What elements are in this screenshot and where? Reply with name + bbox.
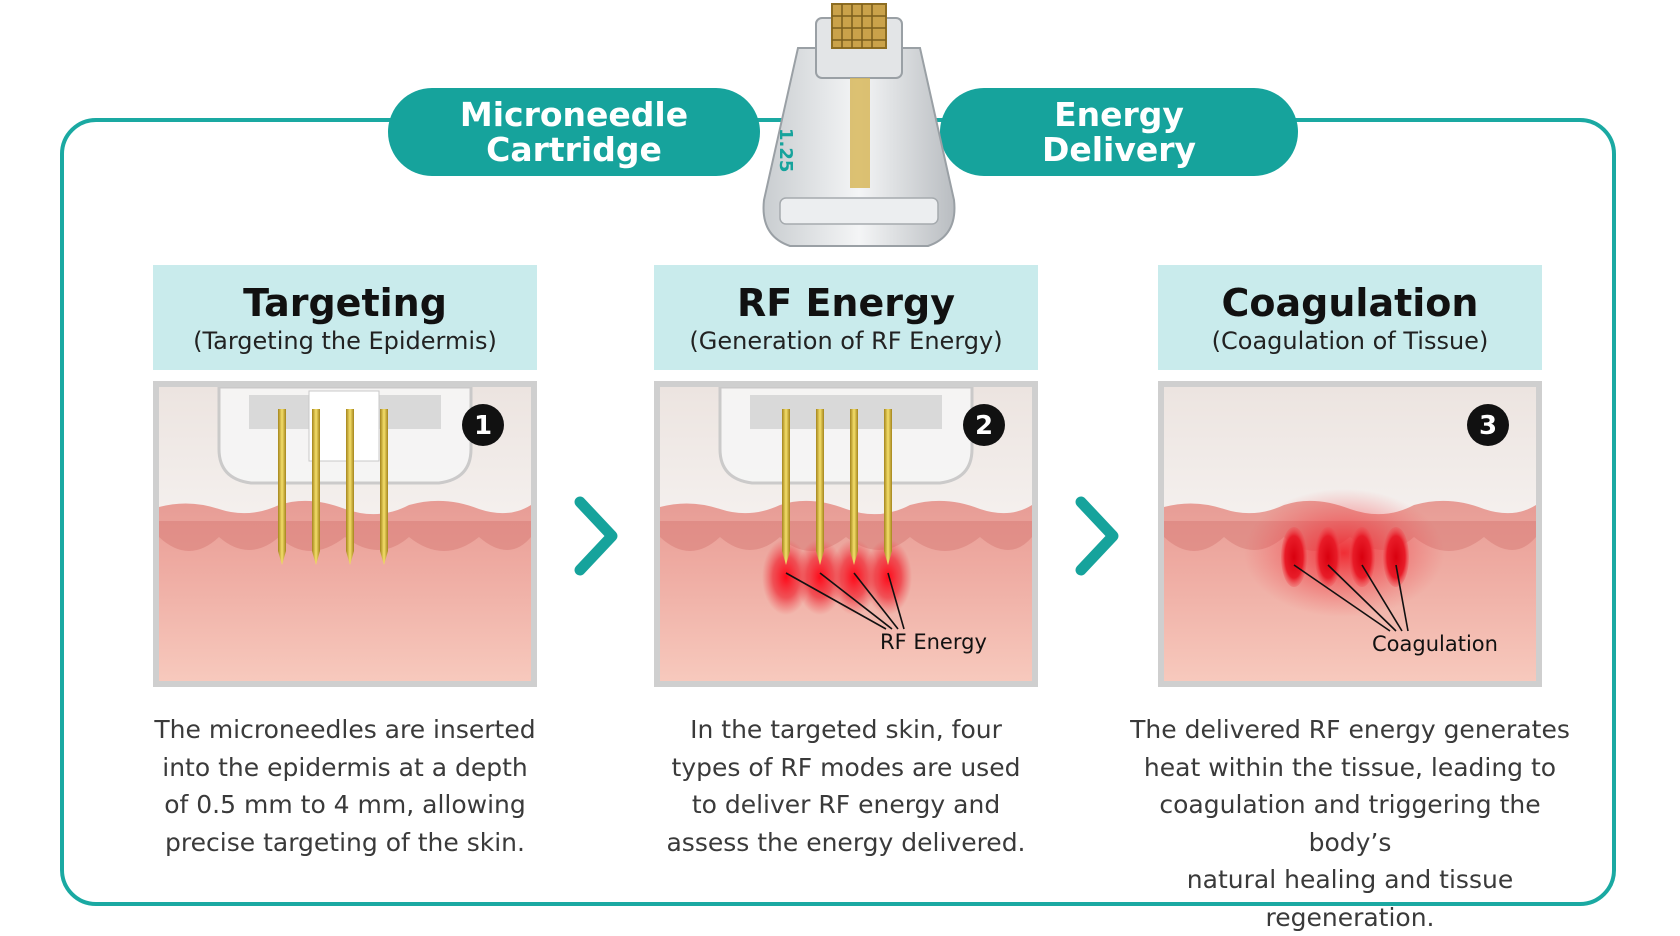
- description-line: of 0.5 mm to 4 mm, allowing: [164, 790, 526, 819]
- step-number-badge: 2: [975, 411, 993, 441]
- description-line: precise targeting of the skin.: [165, 827, 525, 857]
- rf-energy-illustration: RF Energy 2: [654, 381, 1038, 687]
- step-description: The microneedles are inserted into the e…: [115, 711, 575, 861]
- right-label-line2: Delivery: [1041, 130, 1197, 169]
- description-line: heat within the tissue, leading to: [1143, 752, 1557, 782]
- left-label-line2: Cartridge: [486, 130, 662, 169]
- step-header: Targeting (Targeting the Epidermis): [153, 265, 537, 370]
- description-line: assess the energy delivered.: [666, 827, 1026, 857]
- step-description: In the targeted skin, four types of RF m…: [616, 711, 1076, 861]
- coagulation-annotation: Coagulation: [1372, 632, 1498, 656]
- left-label-line1: Microneedle: [459, 95, 689, 134]
- step-rf-energy: RF Energy (Generation of RF Energy): [654, 265, 1038, 861]
- step-title: RF Energy: [737, 281, 955, 325]
- description-line: The microneedles are inserted: [154, 715, 536, 744]
- description-line: into the epidermis at a depth: [162, 752, 528, 782]
- step-title: Coagulation: [1221, 281, 1479, 325]
- description-line: types of RF modes are used: [671, 752, 1021, 782]
- step-subtitle: (Targeting the Epidermis): [193, 327, 497, 355]
- right-label-line1: Energy: [1054, 95, 1184, 134]
- coagulation-illustration: Coagulation 3: [1158, 381, 1542, 687]
- step-header: Coagulation (Coagulation of Tissue): [1158, 265, 1542, 370]
- description-line: to deliver RF energy and: [691, 790, 1001, 819]
- step-targeting: Targeting (Targeting the Epidermis) 1: [153, 265, 537, 861]
- step-coagulation: Coagulation (Coagulation of Tissue): [1130, 265, 1570, 936]
- cartridge-marking: 1.25: [775, 128, 796, 172]
- energy-delivery-label: Energy Delivery: [940, 88, 1298, 176]
- step-title: Targeting: [243, 281, 447, 325]
- step-number-badge: 1: [474, 411, 492, 441]
- chevron-right-icon: [1075, 496, 1119, 576]
- description-line: In the targeted skin, four: [690, 715, 1002, 744]
- cartridge-image: 1.25: [762, 3, 956, 247]
- step-subtitle: (Generation of RF Energy): [689, 327, 1003, 355]
- targeting-illustration: 1: [153, 381, 537, 687]
- step-description: The delivered RF energy generates heat w…: [1120, 711, 1580, 936]
- step-number-badge: 3: [1479, 411, 1497, 441]
- description-line: The delivered RF energy generates: [1130, 715, 1570, 744]
- description-line: natural healing and tissue regeneration.: [1186, 865, 1514, 932]
- step-header: RF Energy (Generation of RF Energy): [654, 265, 1038, 370]
- rf-energy-annotation: RF Energy: [880, 630, 987, 654]
- microneedle-cartridge-label: Microneedle Cartridge: [388, 88, 760, 176]
- description-line: coagulation and triggering the body’s: [1159, 790, 1541, 857]
- chevron-right-icon: [574, 496, 618, 576]
- step-subtitle: (Coagulation of Tissue): [1211, 327, 1489, 355]
